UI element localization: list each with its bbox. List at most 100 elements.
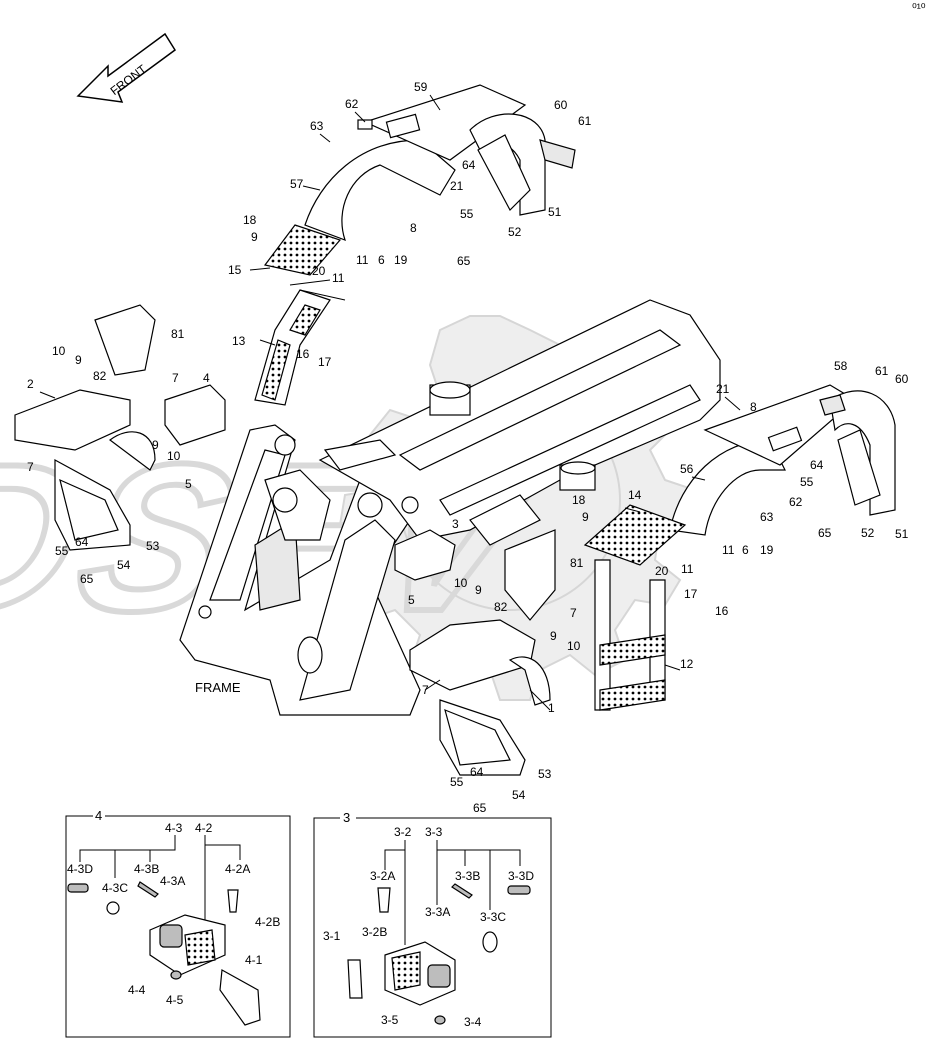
callout-label: 81 <box>171 327 185 341</box>
callout-label: 63 <box>760 510 774 524</box>
callout-label: 65 <box>80 572 94 586</box>
callout-label: 54 <box>117 558 131 572</box>
callout-label: 65 <box>473 801 487 815</box>
callout-label: 16 <box>296 347 310 361</box>
callout-label: 17 <box>684 587 698 601</box>
callout-label: 11 <box>356 253 369 267</box>
callout-label: 10 <box>52 344 66 358</box>
callout-label: 11 <box>681 562 694 576</box>
callout-label: 81 <box>570 556 584 570</box>
part-label: 4-2A <box>225 862 250 876</box>
part-label: 4-3B <box>134 862 159 876</box>
callout-label: 65 <box>457 254 471 268</box>
callout-label: 11 <box>722 543 735 557</box>
callout-label: 51 <box>895 527 909 541</box>
callout-label: 62 <box>345 97 359 111</box>
callout-label: 59 <box>414 80 428 94</box>
callout-label: 61 <box>578 114 592 128</box>
callout-label: 64 <box>810 458 824 472</box>
part-label: 3-5 <box>381 1013 399 1027</box>
part-label: 3-2A <box>370 869 395 883</box>
callout-label: 6 <box>742 543 749 557</box>
part-label: 4-4 <box>128 983 146 997</box>
part-label: 4-3D <box>67 862 93 876</box>
callout-label: 18 <box>243 213 257 227</box>
frame-label: FRAME <box>195 680 241 695</box>
part-label: 3-3C <box>480 910 506 924</box>
callout-label: 6 <box>378 253 385 267</box>
part-label: 3-3B <box>455 869 480 883</box>
callout-label: 53 <box>146 539 160 553</box>
part-label: 4-3C <box>102 881 128 895</box>
part-label: 3-3D <box>508 869 534 883</box>
callout-label: 53 <box>538 767 552 781</box>
corner-mark: ⁰¹⁰ <box>912 1 926 15</box>
callout-label: 8 <box>410 221 417 235</box>
inset-3-title: 3 <box>343 810 350 825</box>
callout-label: 10 <box>567 639 581 653</box>
callouts-upper: 59 62 63 60 61 57 64 21 8 55 51 52 65 18… <box>171 80 592 369</box>
part-label: 4-1 <box>245 953 263 967</box>
callout-label: 21 <box>716 382 730 396</box>
callout-label: 17 <box>318 355 332 369</box>
callout-label: 57 <box>290 177 304 191</box>
callout-label: 9 <box>75 353 82 367</box>
callout-label: 5 <box>408 593 415 607</box>
callout-label: 61 <box>875 364 889 378</box>
callout-label: 11 <box>332 271 345 285</box>
leader-lines <box>39 94 741 711</box>
callout-label: 15 <box>228 263 242 277</box>
callout-label: 9 <box>550 629 557 643</box>
callout-label: 19 <box>394 253 408 267</box>
callout-label: 64 <box>75 535 89 549</box>
part-label: 4-2B <box>255 915 280 929</box>
callout-label: 9 <box>251 230 258 244</box>
callout-label: 52 <box>508 225 522 239</box>
callout-label: 12 <box>680 657 694 671</box>
callouts-right: 58 61 60 21 8 56 64 55 62 63 52 51 65 18… <box>408 359 909 815</box>
part-label: 4-3 <box>165 821 183 835</box>
main-frame <box>179 299 721 716</box>
callout-label: 52 <box>861 526 875 540</box>
callout-label: 82 <box>494 600 508 614</box>
callout-label: 54 <box>512 788 526 802</box>
callout-label: 63 <box>310 119 324 133</box>
part-label: 3-4 <box>464 1015 482 1029</box>
callout-label: 21 <box>450 179 464 193</box>
part-label: 3-2B <box>362 925 387 939</box>
callout-label: 82 <box>93 369 107 383</box>
callout-label: 55 <box>460 207 474 221</box>
callouts-left: 10 9 82 7 4 2 9 10 5 7 55 64 65 54 53 <box>27 344 210 586</box>
callout-label: 60 <box>895 372 909 386</box>
callout-label: 18 <box>572 493 586 507</box>
callout-label: 13 <box>232 334 246 348</box>
callout-label: 64 <box>470 765 484 779</box>
part-label: 3-1 <box>323 929 341 943</box>
upper-left-fender <box>254 84 576 406</box>
front-arrow: FRONT <box>76 32 177 103</box>
callout-label: 8 <box>750 400 757 414</box>
part-label: 3-2 <box>394 825 412 839</box>
callout-label: 64 <box>462 158 476 172</box>
callout-label: 4 <box>203 371 210 385</box>
part-label: 4-3A <box>160 874 185 888</box>
callout-label: 55 <box>800 475 814 489</box>
callout-label: 51 <box>548 205 562 219</box>
callout-label: 3 <box>452 517 459 531</box>
callout-label: 5 <box>185 477 192 491</box>
callout-label: 58 <box>834 359 848 373</box>
callout-label: 16 <box>715 604 729 618</box>
callout-label: 55 <box>55 544 69 558</box>
callout-label: 20 <box>655 564 669 578</box>
callout-label: 1 <box>548 701 555 715</box>
callout-label: 19 <box>760 543 774 557</box>
inset-4: 4 4-3 4-2 4-3D 4-3B 4-2A 4-3C 4-3A 4-2B … <box>65 808 291 1038</box>
callout-label: 56 <box>680 462 694 476</box>
part-label: 3-3A <box>425 905 450 919</box>
part-label: 3-3 <box>425 825 443 839</box>
callout-label: 7 <box>27 460 34 474</box>
callout-label: 65 <box>818 526 832 540</box>
callout-label: 7 <box>570 606 577 620</box>
callout-label: 62 <box>789 495 803 509</box>
callout-label: 10 <box>167 449 181 463</box>
